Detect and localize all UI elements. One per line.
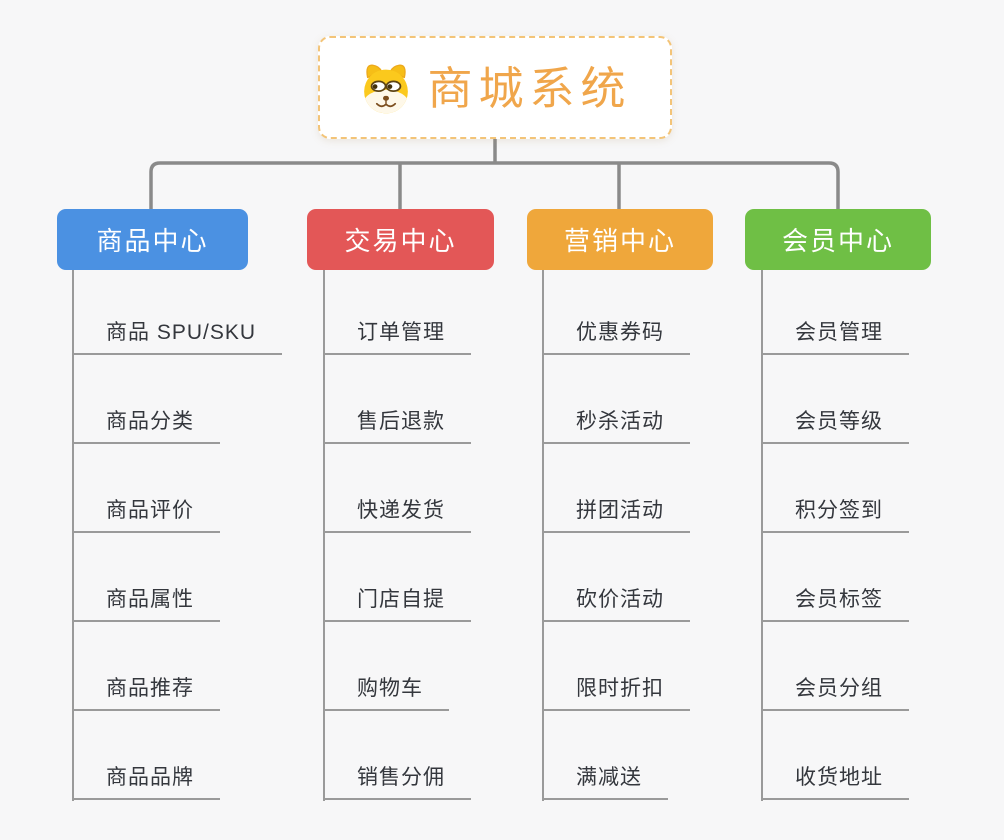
leaf-node[interactable]: 商品推荐: [72, 662, 220, 711]
root-title: 商城系统: [427, 63, 632, 114]
leaf-node[interactable]: 积分签到: [761, 484, 909, 533]
leaf-node[interactable]: 限时折扣: [542, 662, 690, 711]
leaf-node[interactable]: 满减送: [542, 751, 668, 800]
leaf-node[interactable]: 商品 SPU/SKU: [72, 306, 283, 355]
leaf-node[interactable]: 售后退款: [323, 395, 471, 444]
dog-face-icon: [364, 64, 409, 113]
branch-header-product-center[interactable]: 商品中心: [57, 209, 248, 270]
branch-header-trade-center[interactable]: 交易中心: [307, 209, 494, 270]
leaf-node[interactable]: 购物车: [323, 662, 449, 711]
leaf-node[interactable]: 快递发货: [323, 484, 471, 533]
root-node[interactable]: 商城系统: [318, 36, 672, 139]
leaf-node[interactable]: 订单管理: [323, 306, 471, 355]
leaf-node[interactable]: 商品品牌: [72, 751, 220, 800]
leaf-node[interactable]: 拼团活动: [542, 484, 690, 533]
leaf-node[interactable]: 会员等级: [761, 395, 909, 444]
leaf-node[interactable]: 会员分组: [761, 662, 909, 711]
branch-spine: [761, 270, 763, 801]
branch-spine: [323, 270, 325, 801]
branch-header-marketing-center[interactable]: 营销中心: [527, 209, 713, 270]
leaf-node[interactable]: 收货地址: [761, 751, 909, 800]
branch-header-member-center[interactable]: 会员中心: [745, 209, 931, 270]
branch-spine: [72, 270, 74, 801]
leaf-node[interactable]: 砍价活动: [542, 573, 690, 622]
leaf-node[interactable]: 优惠券码: [542, 306, 690, 355]
leaf-node[interactable]: 销售分佣: [323, 751, 471, 800]
leaf-node[interactable]: 门店自提: [323, 573, 471, 622]
leaf-node[interactable]: 商品评价: [72, 484, 220, 533]
leaf-node[interactable]: 会员标签: [761, 573, 909, 622]
leaf-node[interactable]: 会员管理: [761, 306, 909, 355]
branch-spine: [542, 270, 544, 801]
leaf-node[interactable]: 秒杀活动: [542, 395, 690, 444]
leaf-node[interactable]: 商品分类: [72, 395, 220, 444]
leaf-node[interactable]: 商品属性: [72, 573, 220, 622]
